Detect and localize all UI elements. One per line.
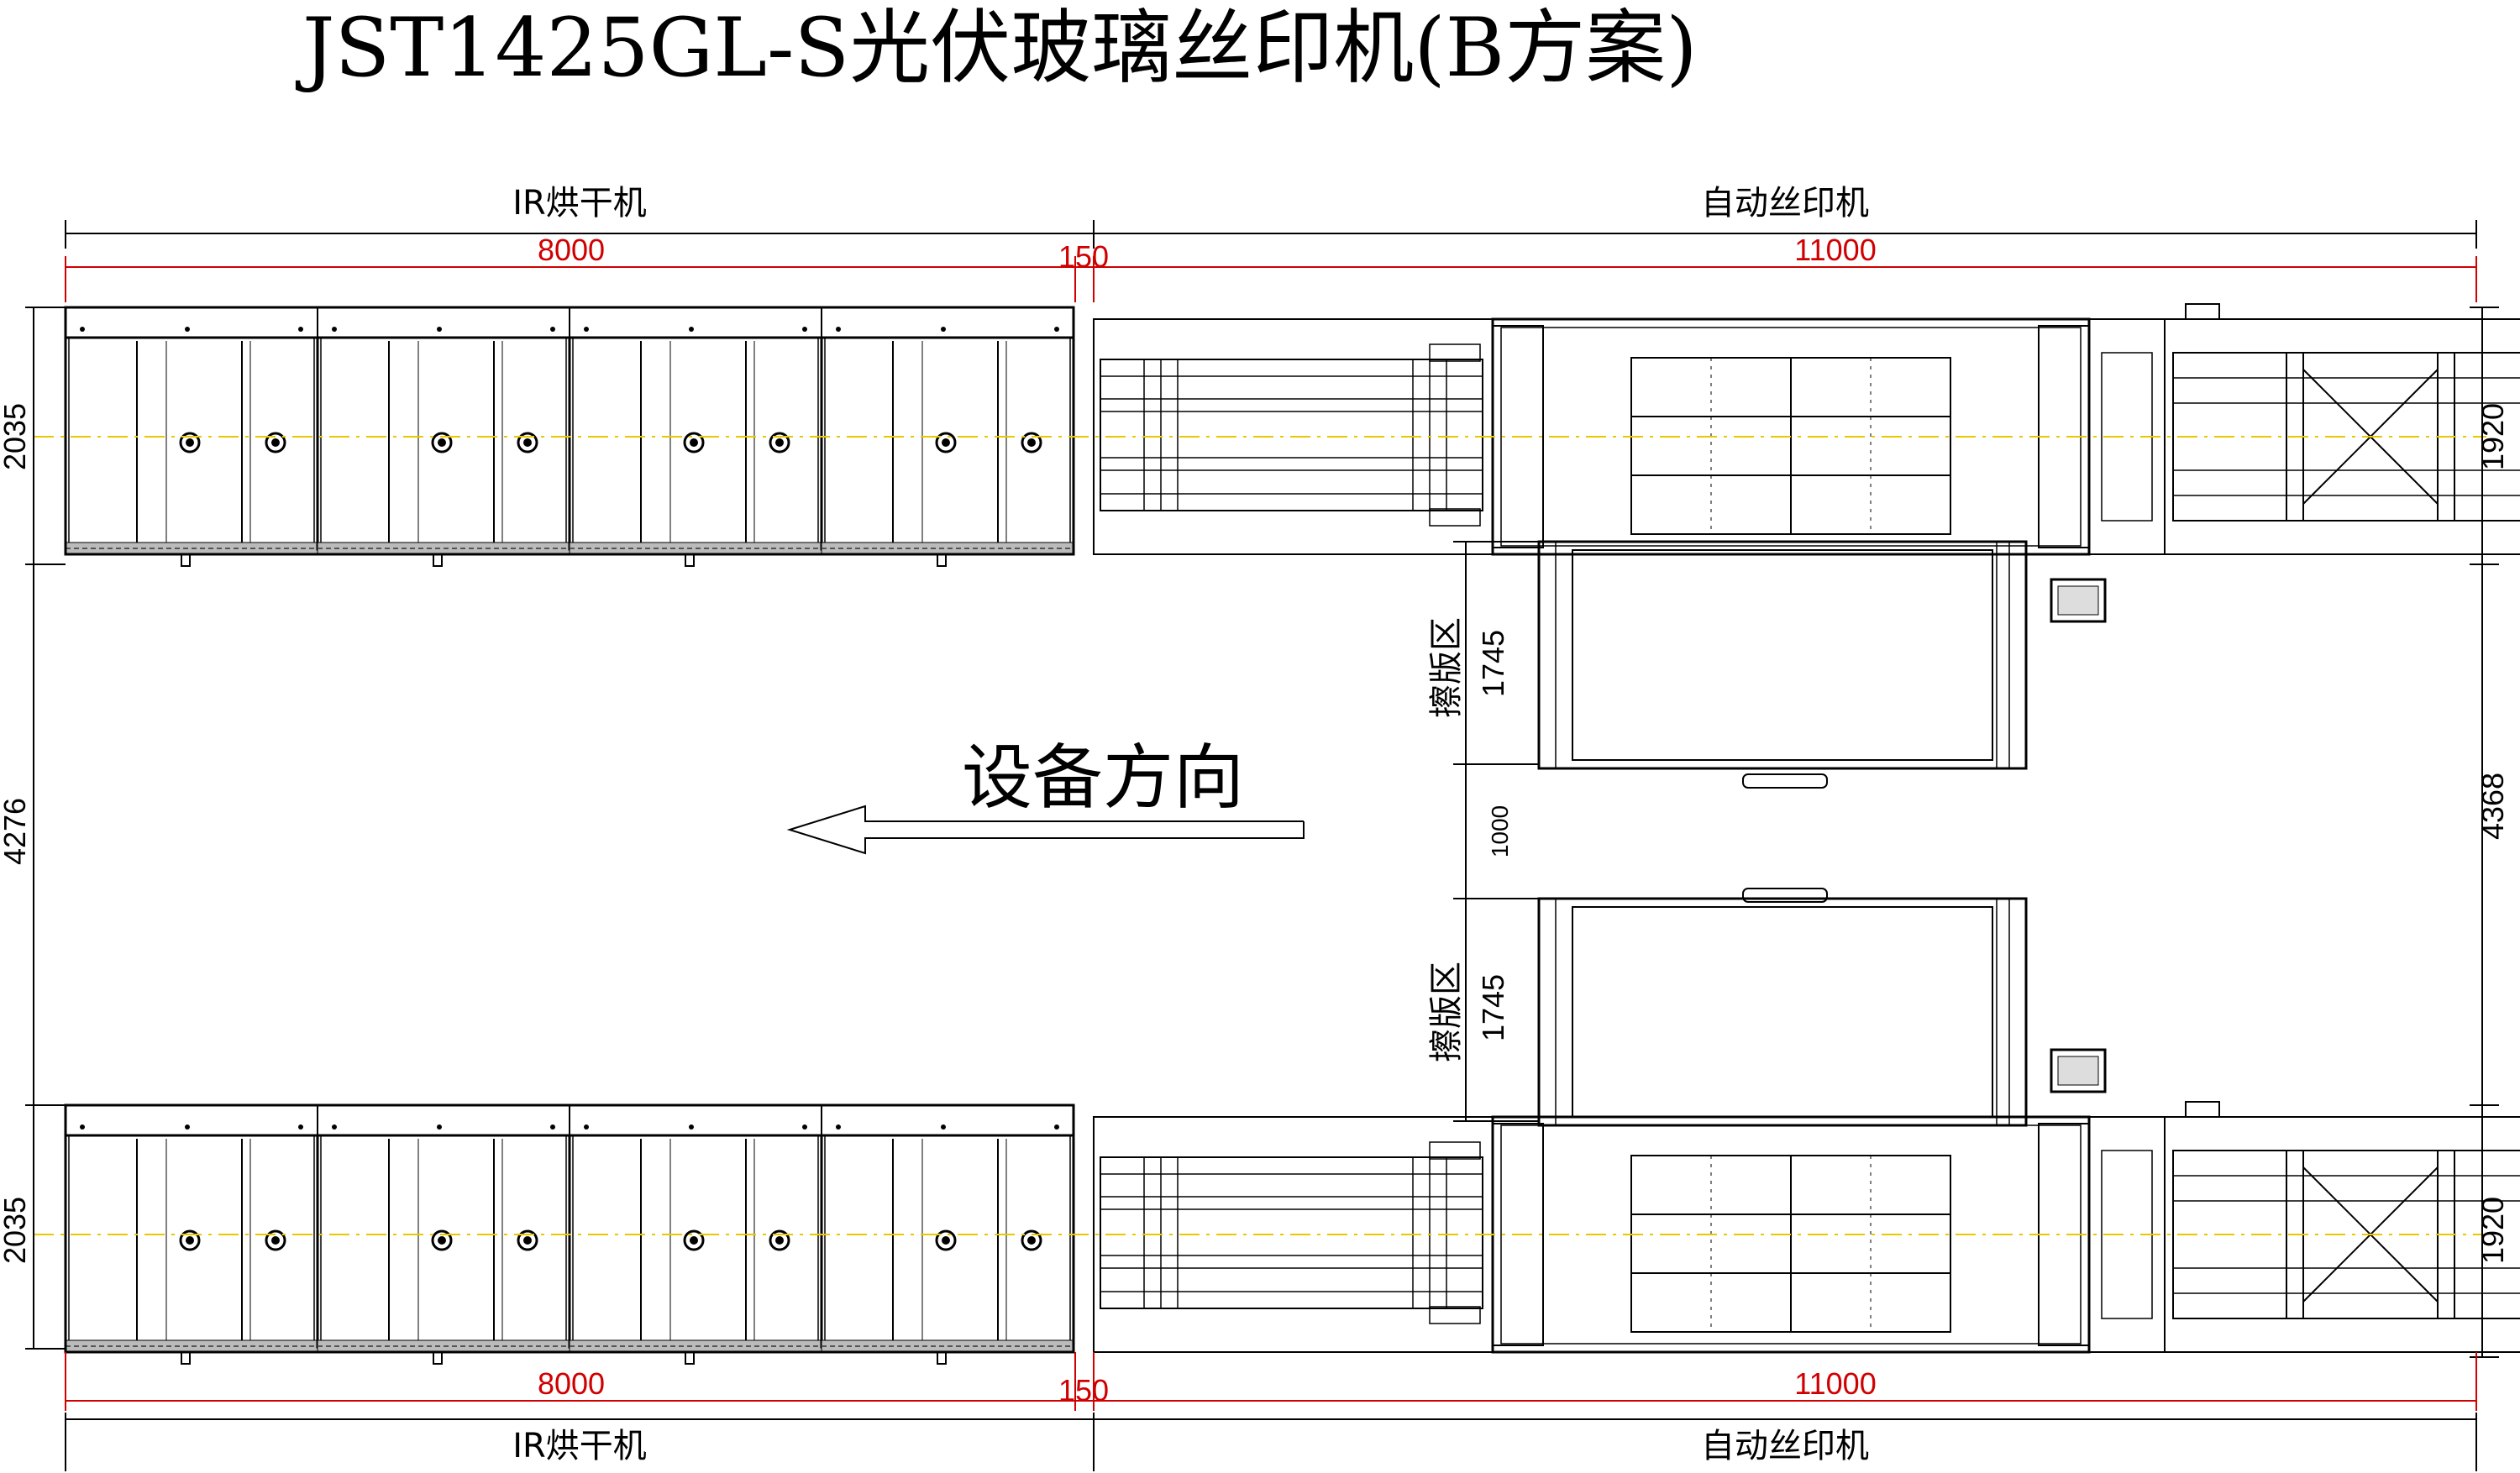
bottom-gap-length: 150 — [1058, 1373, 1109, 1407]
bottom-printer-length: 11000 — [1794, 1366, 1876, 1401]
wipe-zone-label-top: 擦版区 — [1427, 617, 1466, 718]
top-screen-printer — [1092, 302, 2520, 789]
direction-arrow-icon — [786, 805, 1305, 855]
bottom-dryer-label: IR烘干机 — [512, 1427, 647, 1465]
wipe-zone-dimensions — [1453, 541, 1539, 1122]
bottom-dimensions — [65, 1413, 2477, 1471]
direction-label: 设备方向 — [962, 736, 1244, 819]
top-printer-label: 自动丝印机 — [1701, 184, 1869, 223]
right-spacing: 4368 — [2475, 773, 2510, 840]
wipe-zone-width-top: 1745 — [1476, 630, 1510, 697]
right-dimensions — [2470, 307, 2499, 1358]
left-dryer-width-bottom: 2035 — [0, 1197, 32, 1264]
right-printer-width-bottom: 1920 — [2475, 1197, 2510, 1264]
left-spacing: 4276 — [0, 798, 32, 865]
bottom-printer-label: 自动丝印机 — [1701, 1427, 1869, 1465]
wipe-zone-label-bottom: 擦版区 — [1427, 962, 1466, 1062]
bottom-screen-printer — [1092, 888, 2520, 1354]
left-dryer-width-top: 2035 — [0, 403, 32, 470]
top-printer-length: 11000 — [1794, 233, 1876, 267]
drawing-title: JST1425GL-S光伏玻璃丝印机(B方案) — [295, 1, 1698, 95]
centerlines — [34, 436, 2486, 1235]
bottom-dryer-length: 8000 — [538, 1366, 605, 1401]
wipe-zone-gap: 1000 — [1487, 805, 1513, 857]
top-dryer-length: 8000 — [538, 233, 605, 267]
top-dimensions — [65, 220, 2477, 249]
wipe-zone-width-bottom: 1745 — [1476, 974, 1510, 1041]
top-gap-length: 150 — [1058, 239, 1109, 274]
right-printer-width-top: 1920 — [2475, 403, 2510, 470]
top-dryer — [64, 306, 1075, 568]
bottom-red-dimension-line — [65, 1352, 2477, 1411]
left-dimensions — [25, 307, 66, 1350]
top-dryer-label: IR烘干机 — [512, 184, 647, 223]
bottom-dryer — [64, 1103, 1075, 1366]
top-red-dimension-line — [65, 256, 2477, 302]
